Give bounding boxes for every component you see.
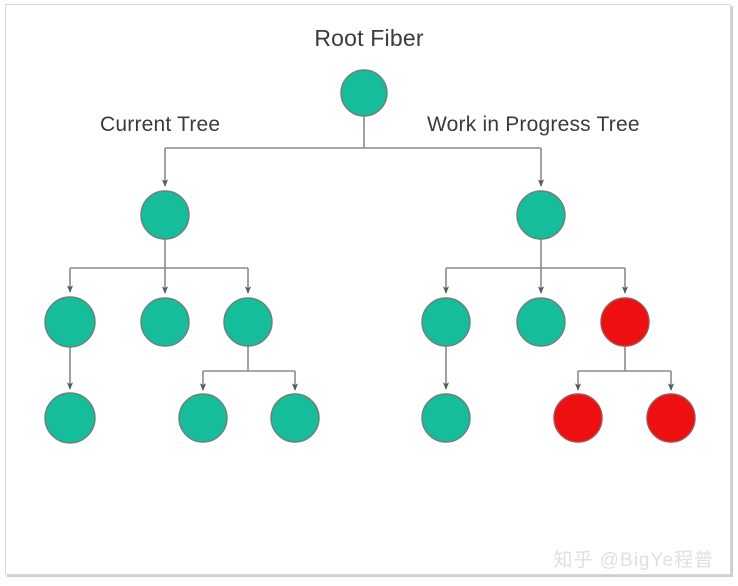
node-wip-l3-1[interactable] bbox=[421, 393, 471, 443]
node-wip-l2-3-updated[interactable] bbox=[600, 297, 650, 347]
node-wip-l2-2[interactable] bbox=[516, 297, 566, 347]
node-current-l2-3[interactable] bbox=[223, 297, 273, 347]
node-root[interactable] bbox=[340, 69, 388, 117]
watermark: 知乎 @BigYe程普 bbox=[553, 550, 714, 571]
edge-layer bbox=[66, 116, 675, 391]
node-current-l2-2[interactable] bbox=[140, 297, 190, 347]
node-wip-l3-3-updated[interactable] bbox=[646, 393, 696, 443]
node-wip-root[interactable] bbox=[516, 190, 566, 240]
label-current-tree: Current Tree bbox=[100, 113, 221, 136]
node-wip-l2-1[interactable] bbox=[421, 297, 471, 347]
page-title: Root Fiber bbox=[314, 25, 424, 51]
node-wip-l3-2-updated[interactable] bbox=[553, 393, 603, 443]
label-work-in-progress-tree: Work in Progress Tree bbox=[427, 113, 640, 136]
node-current-l3-1[interactable] bbox=[44, 392, 96, 444]
node-current-l3-3[interactable] bbox=[270, 393, 320, 443]
node-layer bbox=[44, 69, 696, 444]
node-current-l3-2[interactable] bbox=[178, 393, 228, 443]
node-current-l2-1[interactable] bbox=[44, 296, 96, 348]
node-current-root[interactable] bbox=[140, 190, 190, 240]
